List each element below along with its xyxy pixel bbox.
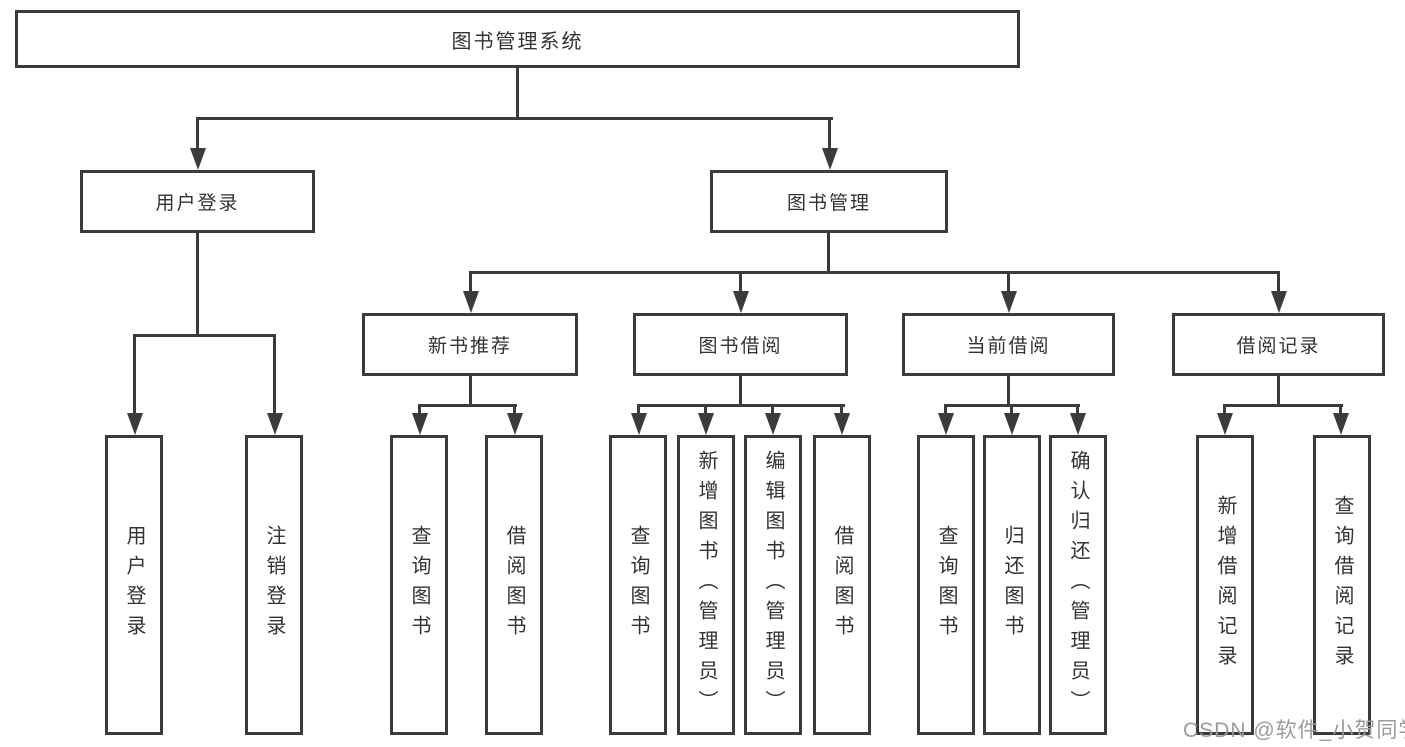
node-system-root: 图书管理系统: [15, 10, 1020, 68]
leaf-return-books: 归还图书: [983, 435, 1041, 735]
connector-line: [469, 271, 1280, 274]
connector-line: [637, 404, 845, 407]
connector-line: [273, 334, 276, 415]
connector-line: [637, 404, 640, 415]
connector-line: [513, 404, 516, 415]
arrowhead-down-icon: [764, 413, 781, 435]
node-book-management: 图书管理: [710, 170, 948, 233]
arrowhead-down-icon: [937, 413, 954, 435]
csdn-watermark: CSDN @软件_小贺同学: [1183, 719, 1405, 742]
leaf-query-borrow-record: 查询借阅记录: [1313, 435, 1371, 735]
connector-line: [516, 68, 519, 119]
arrowhead-down-icon: [630, 413, 647, 435]
leaf-logout: 注销登录: [245, 435, 303, 735]
arrowhead-down-icon: [833, 413, 850, 435]
arrowhead-down-icon: [266, 413, 283, 435]
arrowhead-down-icon: [1332, 413, 1349, 435]
arrowhead-down-icon: [189, 148, 206, 170]
connector-line: [133, 334, 136, 415]
connector-line: [196, 233, 199, 337]
connector-line: [1007, 271, 1010, 293]
node-book-borrow: 图书借阅: [633, 313, 848, 376]
arrowhead-down-icon: [821, 148, 838, 170]
node-borrow-records: 借阅记录: [1172, 313, 1385, 376]
leaf-add-books-admin: 新增图书（管理员）: [677, 435, 735, 735]
arrowhead-down-icon: [1069, 413, 1086, 435]
arrowhead-down-icon: [1216, 413, 1233, 435]
leaf-confirm-return-admin: 确认归还（管理员）: [1049, 435, 1107, 735]
arrowhead-down-icon: [1270, 291, 1287, 313]
leaf-query-books-recommend: 查询图书: [390, 435, 448, 735]
arrowhead-down-icon: [126, 413, 143, 435]
node-current-borrow: 当前借阅: [902, 313, 1115, 376]
connector-line: [469, 271, 472, 293]
leaf-add-borrow-record: 新增借阅记录: [1196, 435, 1254, 735]
arrowhead-down-icon: [697, 413, 714, 435]
arrowhead-down-icon: [732, 291, 749, 313]
leaf-query-books-borrow: 查询图书: [609, 435, 667, 735]
connector-line: [133, 334, 276, 337]
connector-line: [469, 376, 472, 407]
node-user-login: 用户登录: [80, 170, 315, 233]
arrowhead-down-icon: [506, 413, 523, 435]
connector-line: [771, 404, 774, 415]
connector-line: [418, 404, 517, 407]
arrowhead-down-icon: [1000, 291, 1017, 313]
leaf-borrow-books-recommend: 借阅图书: [485, 435, 543, 735]
connector-line: [1010, 404, 1013, 415]
connector-line: [944, 404, 947, 415]
node-new-book-recommend: 新书推荐: [362, 313, 578, 376]
connector-line: [196, 117, 199, 150]
leaf-user-login: 用户登录: [105, 435, 163, 735]
leaf-query-books-current: 查询图书: [917, 435, 975, 735]
connector-line: [1223, 404, 1226, 415]
connector-line: [1223, 404, 1343, 407]
connector-line: [1277, 376, 1280, 407]
leaf-edit-books-admin: 编辑图书（管理员）: [744, 435, 802, 735]
arrowhead-down-icon: [411, 413, 428, 435]
connector-line: [196, 117, 833, 120]
connector-line: [840, 404, 843, 415]
connector-line: [828, 117, 831, 150]
connector-line: [739, 376, 742, 407]
connector-line: [827, 233, 830, 274]
arrowhead-down-icon: [1003, 413, 1020, 435]
arrowhead-down-icon: [462, 291, 479, 313]
connector-line: [1007, 376, 1010, 407]
connector-line: [418, 404, 421, 415]
leaf-borrow-books: 借阅图书: [813, 435, 871, 735]
connector-line: [1076, 404, 1079, 415]
connector-line: [739, 271, 742, 293]
connector-line: [1277, 271, 1280, 293]
connector-line: [704, 404, 707, 415]
connector-line: [1339, 404, 1342, 415]
